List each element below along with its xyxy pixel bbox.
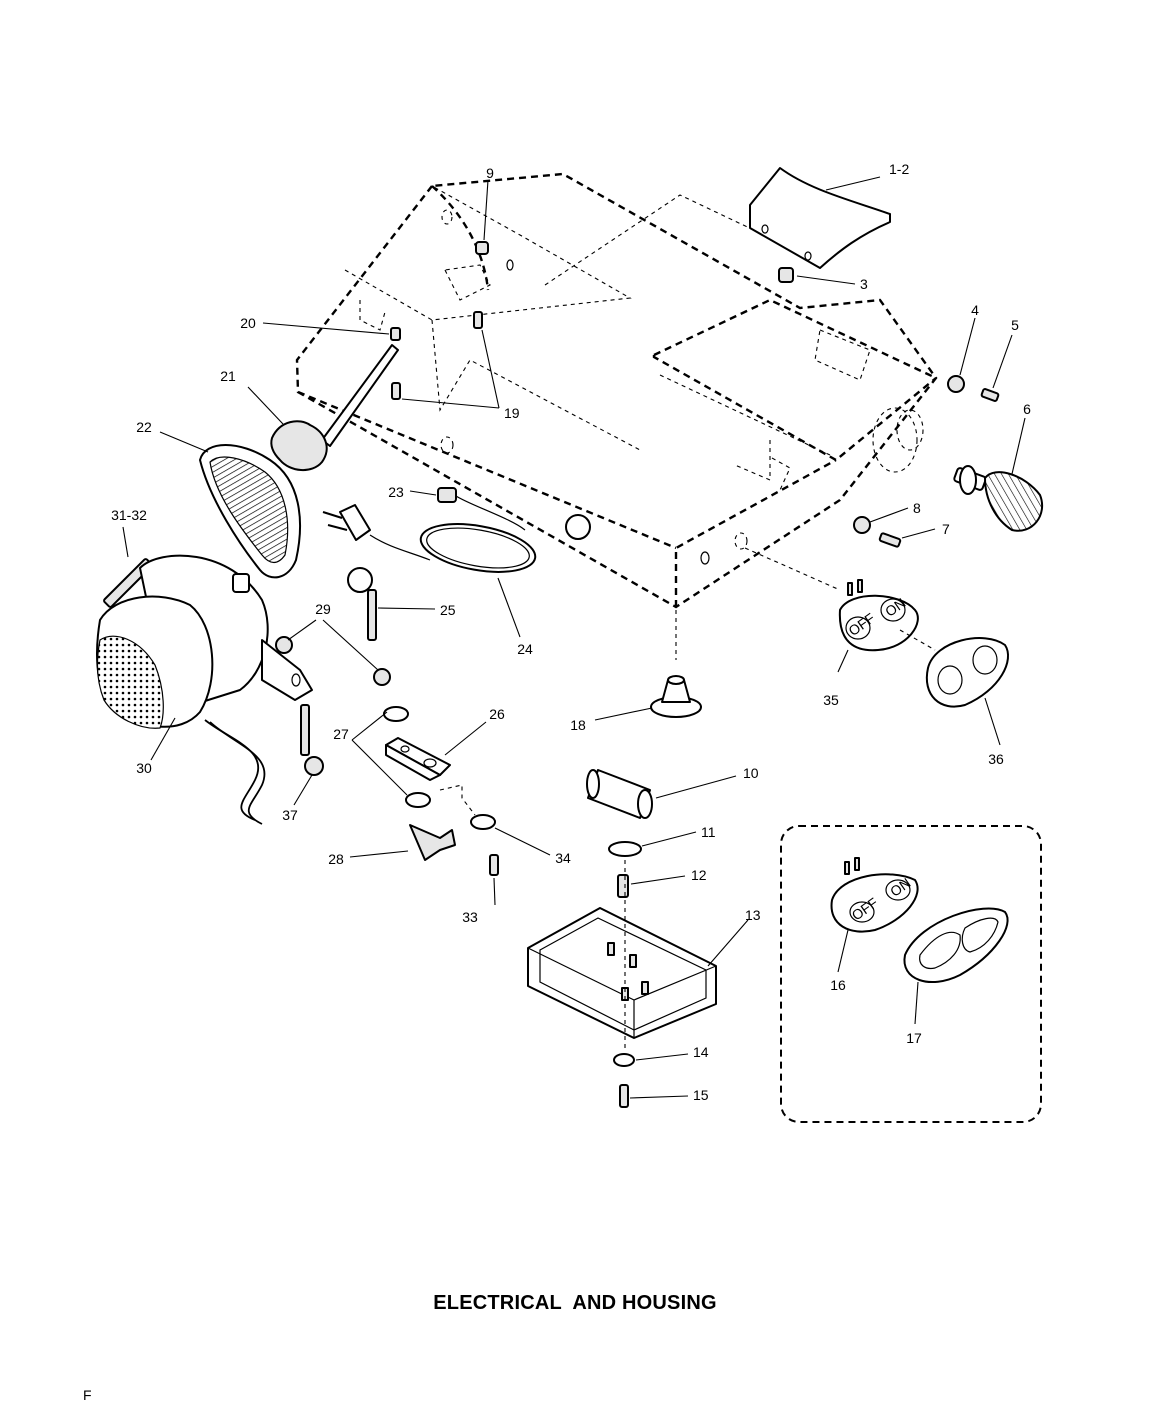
washer-part-27a xyxy=(383,706,409,722)
capacitor-part-10 xyxy=(586,769,653,819)
nut-part-29a xyxy=(275,636,293,654)
ball-bolt-part-25 xyxy=(347,567,377,641)
callout-35: 35 xyxy=(823,692,839,708)
nut-part-3 xyxy=(778,267,794,283)
bezel-part-17 xyxy=(903,907,1009,984)
callout-16: 16 xyxy=(830,977,846,993)
callout-19: 19 xyxy=(504,405,520,421)
callout-21: 21 xyxy=(220,368,236,384)
callout-15: 15 xyxy=(693,1087,709,1103)
bezel-part-36 xyxy=(925,637,1010,708)
handle-knob-part-21 xyxy=(270,344,399,471)
nut-part-8 xyxy=(853,516,871,534)
screw-part-7 xyxy=(878,532,902,548)
callout-34: 34 xyxy=(555,850,571,866)
screw-part-15 xyxy=(619,1084,629,1108)
callout-9: 9 xyxy=(486,165,494,181)
page-caption: ELECTRICAL AND HOUSING xyxy=(433,1292,717,1314)
bolt-head-part-37 xyxy=(304,756,324,776)
callout-13: 13 xyxy=(745,907,761,923)
switch-part-16: OFF ON xyxy=(830,857,919,933)
callout-28: 28 xyxy=(328,851,344,867)
callout-11: 11 xyxy=(701,824,716,840)
callout-23: 23 xyxy=(388,484,404,500)
screw-part-20 xyxy=(390,327,401,341)
washer-part-27b xyxy=(405,792,431,808)
callout-14: 14 xyxy=(693,1044,709,1060)
callout-labels: 1-2 3 4 5 6 7 8 9 10 11 12 13 14 15 16 1… xyxy=(111,161,1031,1103)
power-cord-part-24 xyxy=(322,487,537,573)
callout-36: 36 xyxy=(988,751,1004,767)
nut-part-4 xyxy=(947,375,965,393)
callout-7: 7 xyxy=(942,521,950,537)
corner-mark: F xyxy=(83,1387,92,1403)
callout-31-32: 31-32 xyxy=(111,507,147,523)
callout-20: 20 xyxy=(240,315,256,331)
callout-29: 29 xyxy=(315,601,331,617)
housing xyxy=(295,172,938,660)
nut-part-9 xyxy=(475,241,489,255)
screw-part-5 xyxy=(980,388,1000,402)
switch-part-35: OFF ON xyxy=(838,579,919,652)
callout-12: 12 xyxy=(691,867,707,883)
cover-plate-part xyxy=(749,167,891,269)
callout-26: 26 xyxy=(489,706,505,722)
wing-nut-part-28 xyxy=(409,824,456,861)
foot-part-18 xyxy=(650,675,702,718)
motor-part-30 xyxy=(96,554,313,825)
base-box-part-13 xyxy=(527,907,717,1039)
washer-part-11 xyxy=(608,841,642,857)
callout-5: 5 xyxy=(1011,317,1019,333)
callout-4: 4 xyxy=(971,302,979,318)
washer-part-14 xyxy=(613,1053,635,1067)
callout-1-2: 1-2 xyxy=(889,161,909,177)
callout-22: 22 xyxy=(136,419,152,435)
washer-part-34 xyxy=(470,814,496,830)
bolt-part-37 xyxy=(300,704,310,756)
callout-6: 6 xyxy=(1023,401,1031,417)
callout-37: 37 xyxy=(282,807,298,823)
screw-part-33 xyxy=(489,854,499,876)
callout-24: 24 xyxy=(517,641,533,657)
bracket-part-26 xyxy=(385,737,451,781)
callout-18: 18 xyxy=(570,717,586,733)
callout-30: 30 xyxy=(136,760,152,776)
callout-3: 3 xyxy=(860,276,868,292)
callout-33: 33 xyxy=(462,909,478,925)
standoff-part-12 xyxy=(617,874,629,898)
screw-part-19b xyxy=(391,382,401,400)
knob-part-6 xyxy=(953,465,1043,532)
callout-27: 27 xyxy=(333,726,349,742)
callout-10: 10 xyxy=(743,765,759,781)
callout-25: 25 xyxy=(440,602,456,618)
alternate-parts-inset xyxy=(780,825,1042,1123)
leader-lines xyxy=(122,176,1026,1099)
belt-part-22 xyxy=(199,444,302,579)
callout-8: 8 xyxy=(913,500,921,516)
screw-part-19a xyxy=(473,311,483,329)
nut-part-29b xyxy=(373,668,391,686)
callout-17: 17 xyxy=(906,1030,922,1046)
